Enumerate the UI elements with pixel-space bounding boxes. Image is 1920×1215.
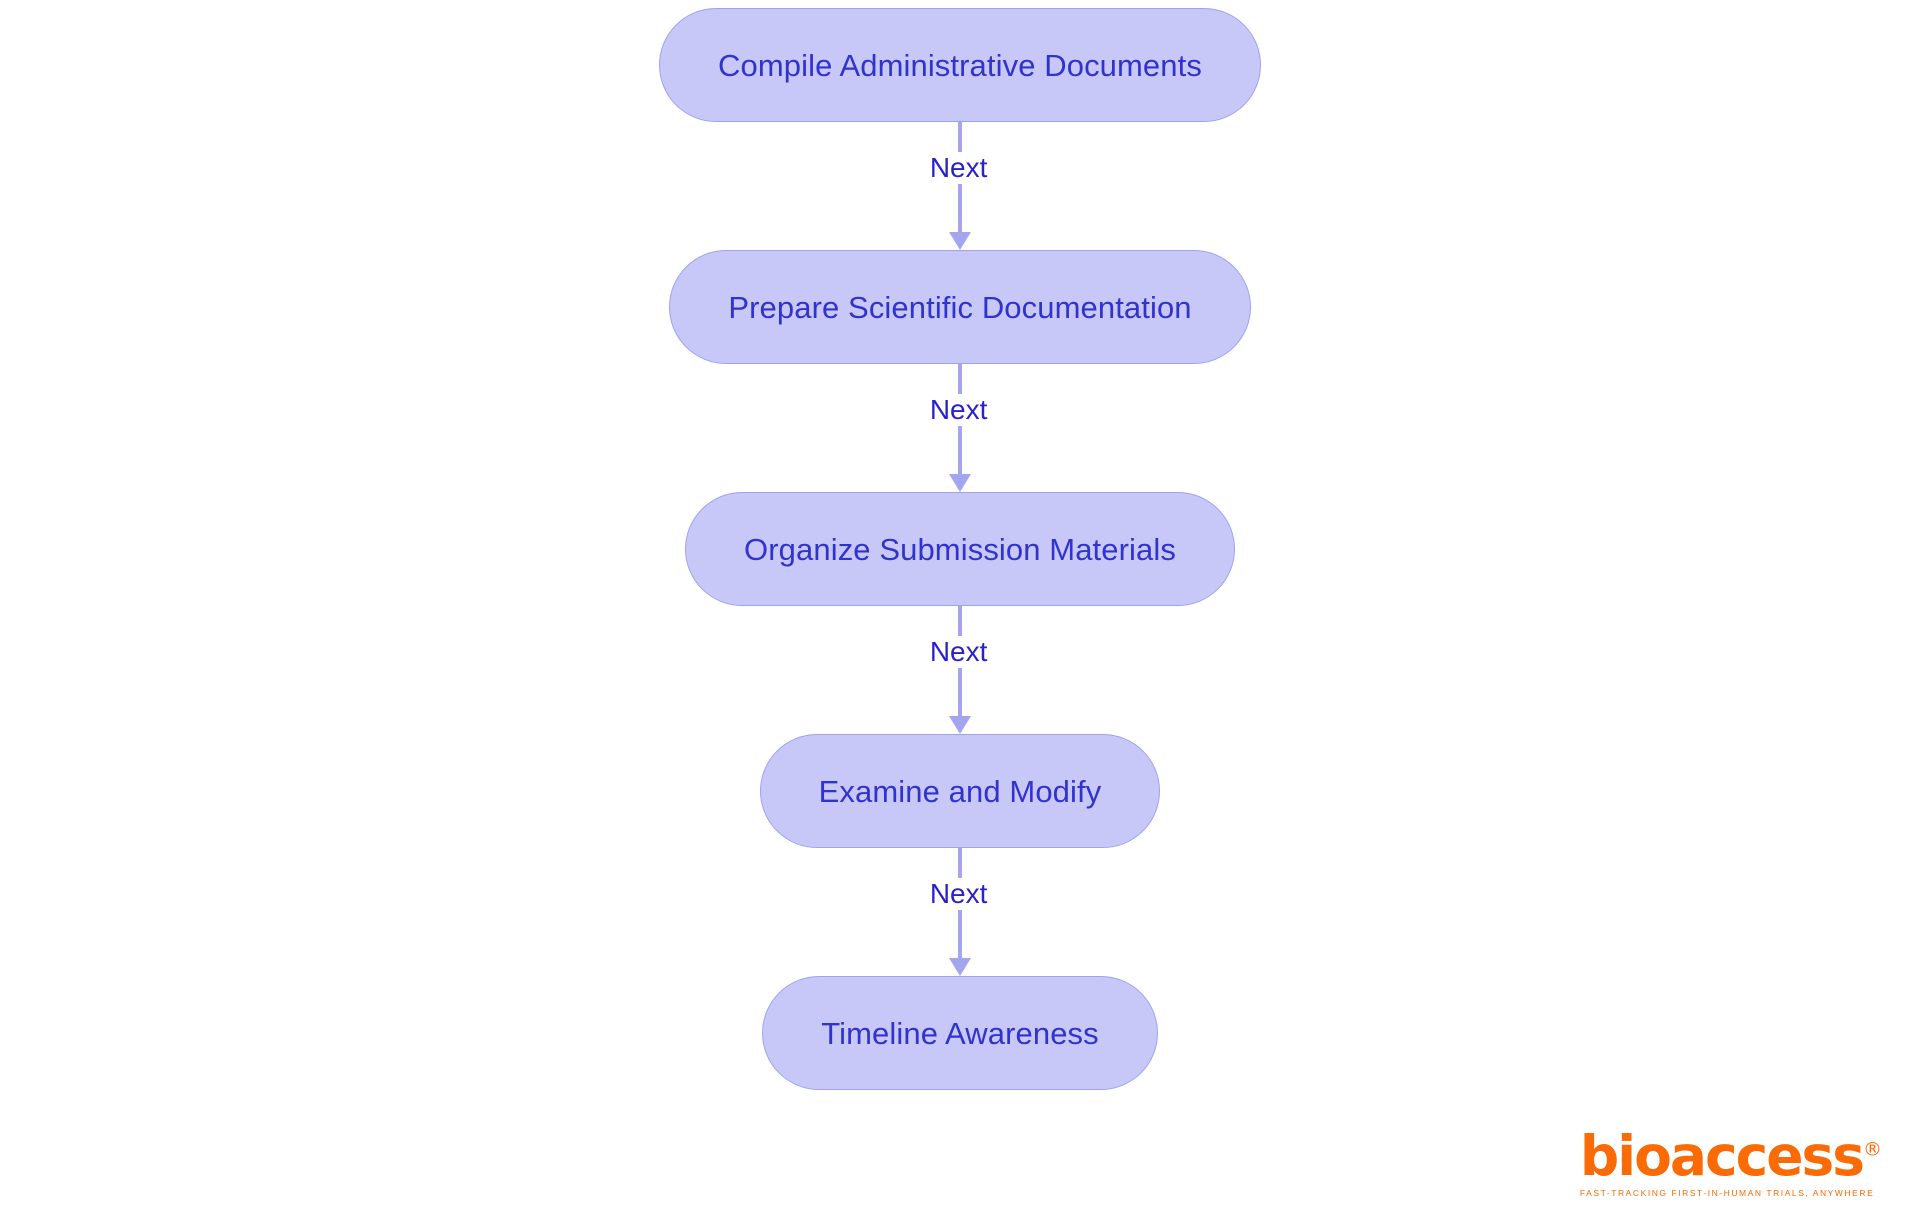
connector-label: Next — [923, 878, 994, 910]
connector-label: Next — [923, 394, 994, 426]
flow-connector-n4-n5: Next — [860, 848, 1060, 976]
flow-node-organize-submission-materials[interactable]: Organize Submission Materials — [685, 492, 1235, 606]
brand-tagline: FAST-TRACKING FIRST-IN-HUMAN TRIALS, ANY… — [1579, 1187, 1875, 1198]
arrow-head-icon — [949, 474, 971, 492]
connector-label: Next — [923, 152, 994, 184]
flow-connector-n1-n2: Next — [860, 122, 1060, 250]
connector-label: Next — [923, 636, 994, 668]
brand-wordmark: bioaccess® — [1580, 1128, 1882, 1184]
arrow-head-icon — [949, 232, 971, 250]
flow-connector-n3-n4: Next — [860, 606, 1060, 734]
flow-connector-n2-n3: Next — [860, 364, 1060, 492]
flow-node-compile-administrative-documents[interactable]: Compile Administrative Documents — [659, 8, 1261, 122]
flow-node-timeline-awareness[interactable]: Timeline Awareness — [762, 976, 1158, 1090]
flow-node-label: Timeline Awareness — [821, 1015, 1099, 1051]
registered-trademark-icon: ® — [1863, 1138, 1882, 1161]
flowchart-node-column: Compile Administrative Documents Next Pr… — [0, 8, 1920, 1090]
brand-name: bioaccess — [1579, 1123, 1865, 1188]
flow-node-prepare-scientific-documentation[interactable]: Prepare Scientific Documentation — [669, 250, 1251, 364]
flow-node-label: Organize Submission Materials — [744, 531, 1176, 567]
flow-node-label: Examine and Modify — [818, 773, 1102, 809]
arrow-head-icon — [949, 958, 971, 976]
arrow-head-icon — [949, 716, 971, 734]
bioaccess-logo: bioaccess® FAST-TRACKING FIRST-IN-HUMAN … — [1579, 1128, 1882, 1198]
flow-node-examine-and-modify[interactable]: Examine and Modify — [759, 734, 1161, 848]
flow-node-label: Prepare Scientific Documentation — [728, 289, 1192, 325]
flow-node-label: Compile Administrative Documents — [718, 47, 1202, 83]
